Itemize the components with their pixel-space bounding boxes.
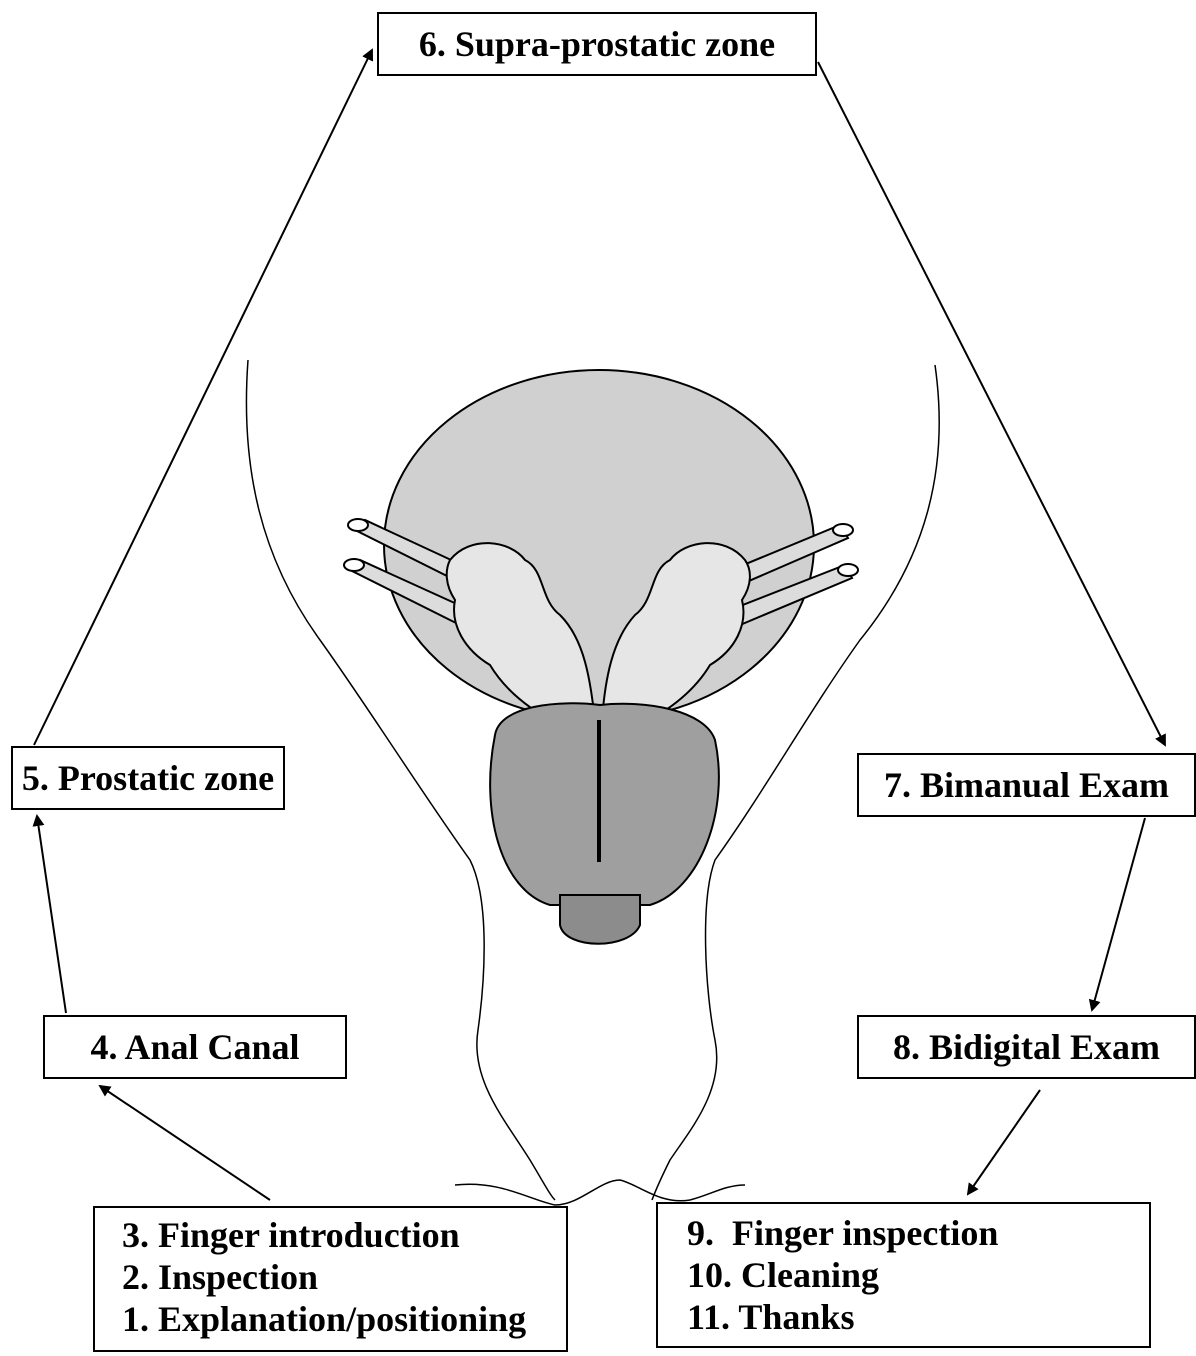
arrow-7-to-8 — [1092, 818, 1145, 1010]
urethra — [560, 895, 640, 944]
bladder — [384, 370, 814, 720]
arrow-8-to-9 — [968, 1090, 1040, 1194]
step-thanks: 11. Thanks — [687, 1296, 1149, 1338]
step-prostatic-zone: 5. Prostatic zone — [11, 746, 285, 810]
arrow-bottom-to-4 — [100, 1086, 270, 1200]
step-bidigital-exam: 8. Bidigital Exam — [857, 1015, 1196, 1079]
step-explanation-positioning: 1. Explanation/positioning — [122, 1298, 566, 1340]
step-supra-prostatic-zone: 6. Supra-prostatic zone — [377, 12, 817, 76]
steps-start-box: 3. Finger introduction 2. Inspection 1. … — [93, 1206, 568, 1352]
step-inspection: 2. Inspection — [122, 1256, 566, 1298]
prostate — [490, 703, 719, 905]
step-cleaning: 10. Cleaning — [687, 1254, 1149, 1296]
arrow-4-to-5 — [37, 816, 66, 1013]
step-anal-canal: 4. Anal Canal — [43, 1015, 347, 1079]
arrow-6-to-7 — [818, 62, 1165, 745]
step-finger-introduction: 3. Finger introduction — [122, 1214, 566, 1256]
steps-end-box: 9. Finger inspection 10. Cleaning 11. Th… — [656, 1202, 1151, 1348]
step-finger-inspection: 9. Finger inspection — [687, 1212, 1149, 1254]
step-bimanual-exam: 7. Bimanual Exam — [857, 753, 1196, 817]
